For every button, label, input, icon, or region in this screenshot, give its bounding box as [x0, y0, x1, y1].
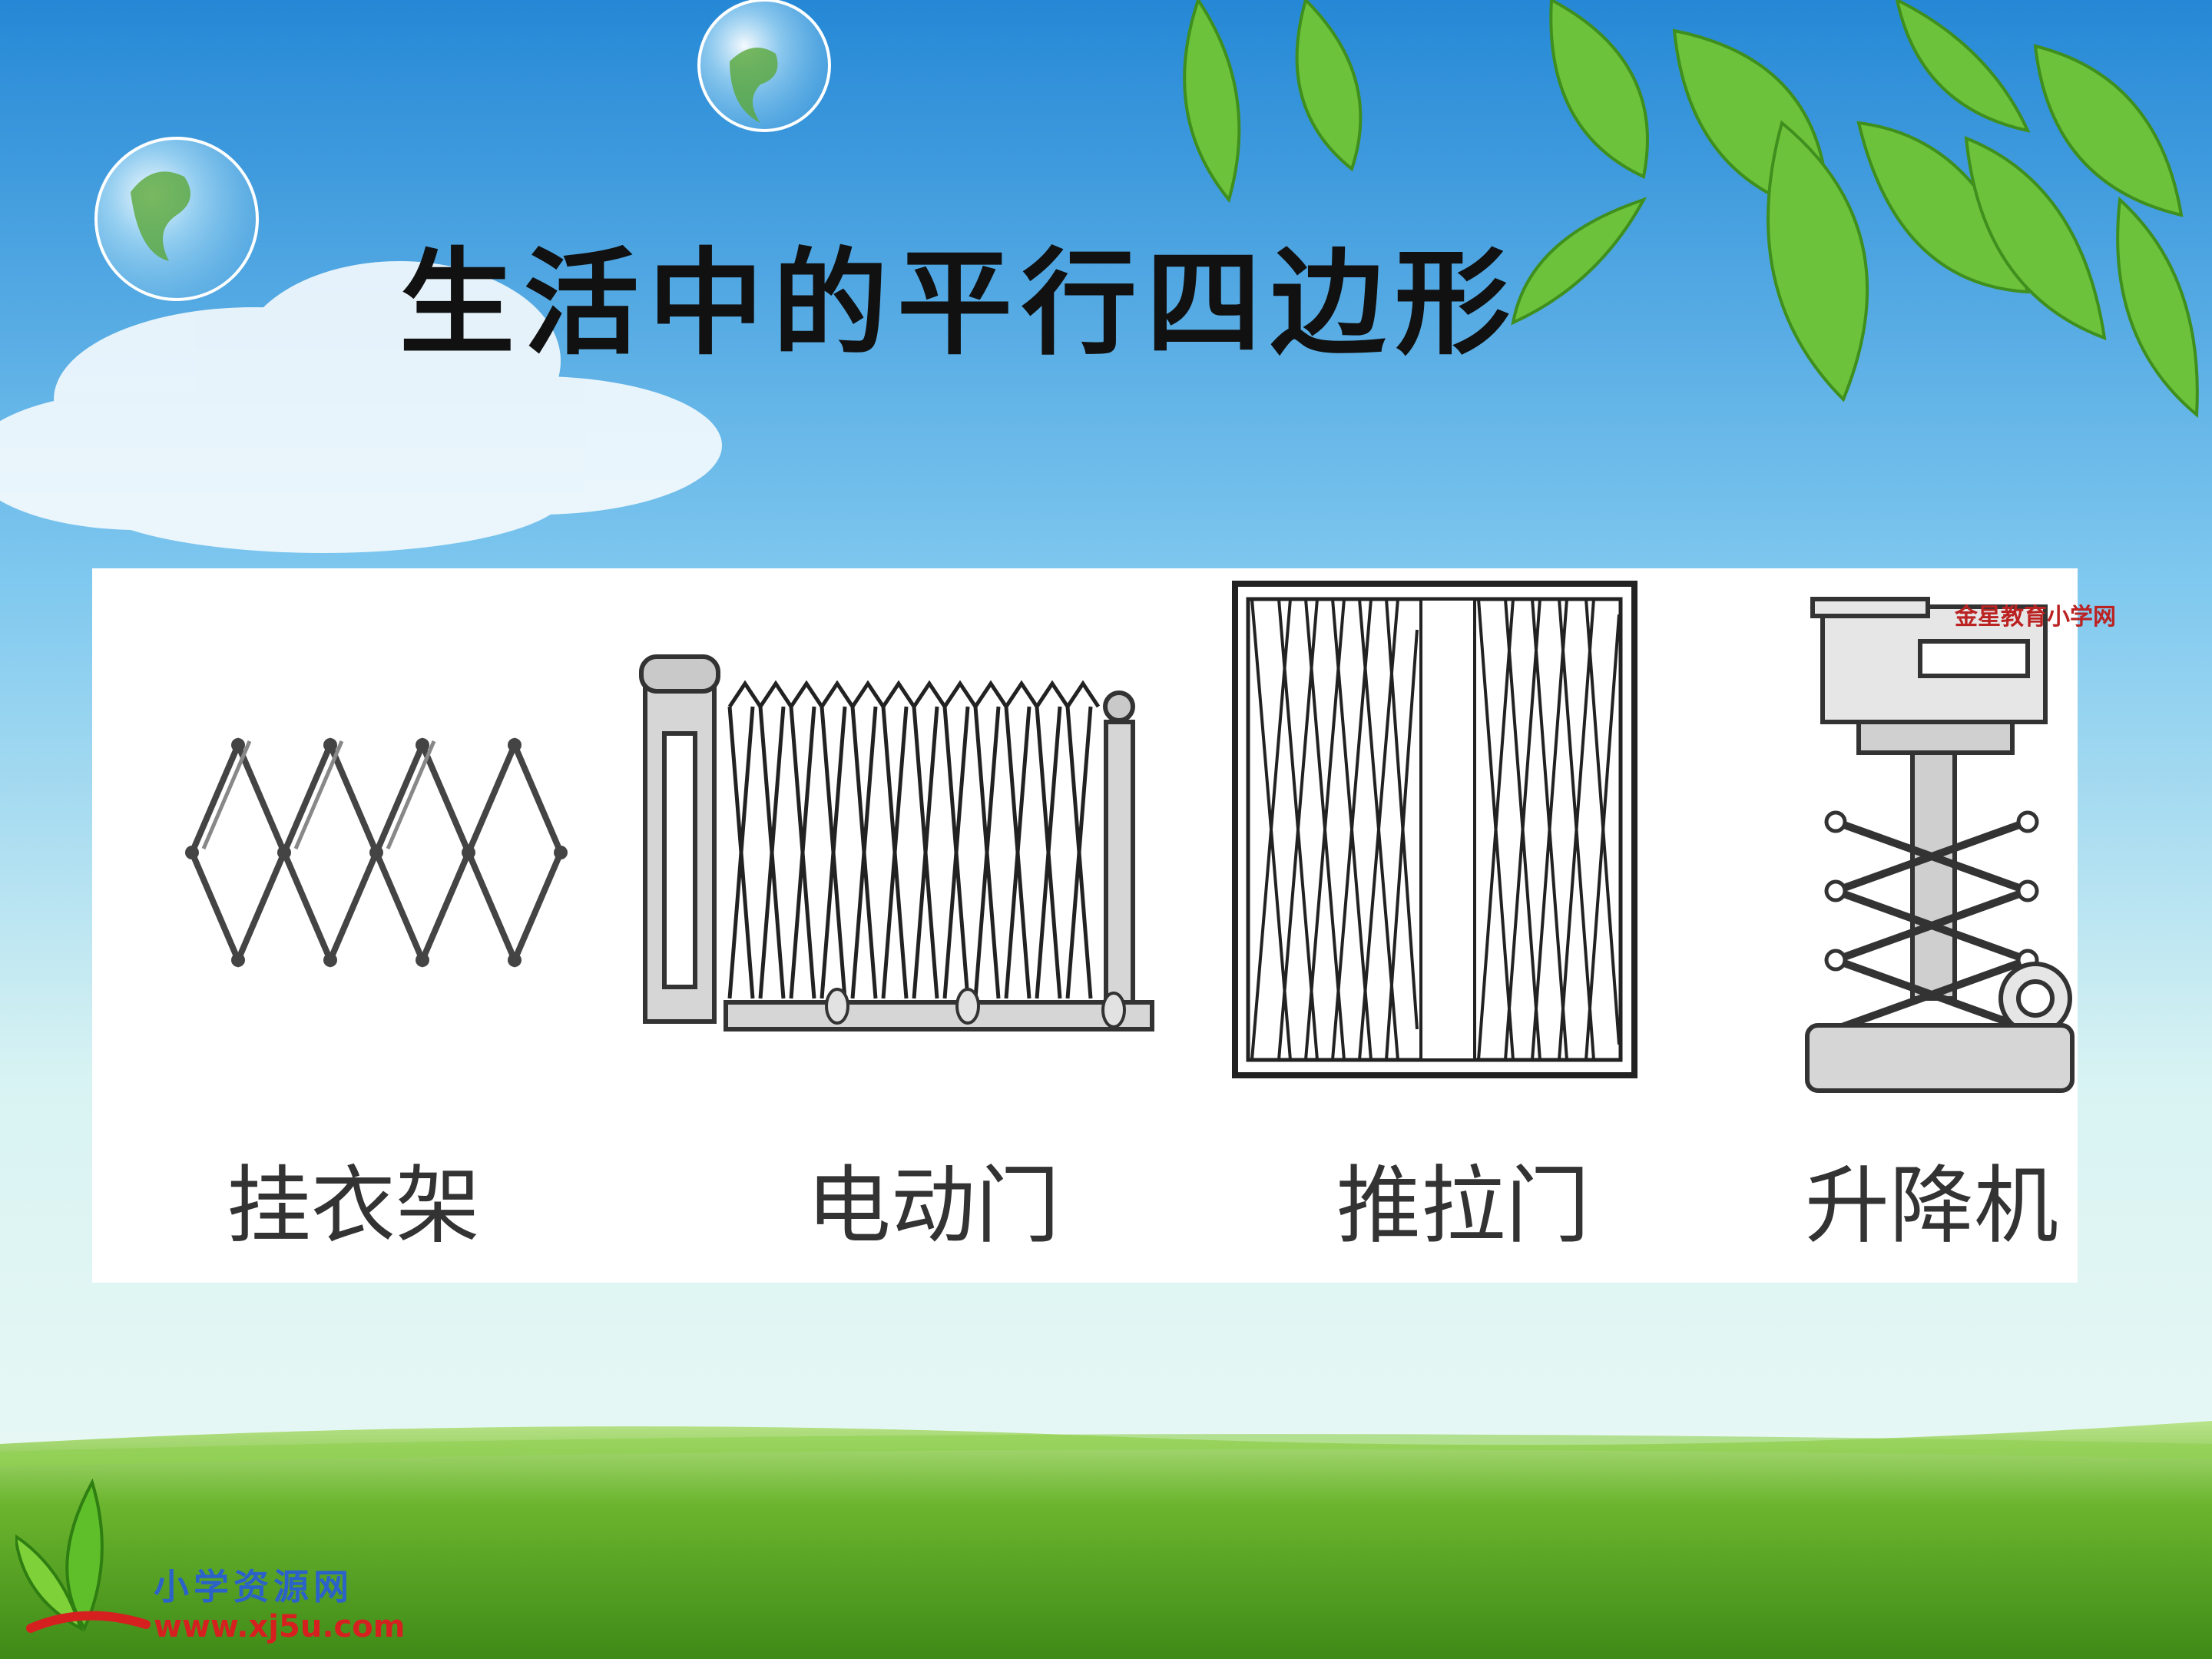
scissor-lift-illustration — [1805, 597, 2075, 1093]
image-watermark: 金星教育小学网 — [1955, 604, 2116, 631]
caption-hanger: 挂衣架 — [227, 1157, 480, 1255]
sliding-door-illustration — [1232, 581, 1637, 1078]
globe-bubble-icon — [697, 0, 831, 132]
caption-electric-gate: 电动门 — [806, 1157, 1060, 1255]
hanger-illustration — [185, 737, 568, 969]
globe-bubble-icon — [94, 137, 259, 301]
illustration-panel: 金星教育小学网 挂衣架 电动门 推拉门 升降机 — [92, 568, 2116, 1283]
cloud — [0, 261, 722, 553]
site-name: 小学资源网 — [154, 1566, 353, 1608]
leaves-decoration — [1183, 0, 2199, 419]
slide-title: 生活中的平行四边形 — [399, 236, 1520, 371]
caption-lift: 升降机 — [1805, 1157, 2058, 1255]
site-url[interactable]: www.xj5u.com — [154, 1609, 406, 1644]
caption-sliding-door: 推拉门 — [1336, 1157, 1590, 1255]
electric-gate-illustration — [639, 654, 1154, 1031]
leaf-logo-icon — [15, 1478, 151, 1633]
